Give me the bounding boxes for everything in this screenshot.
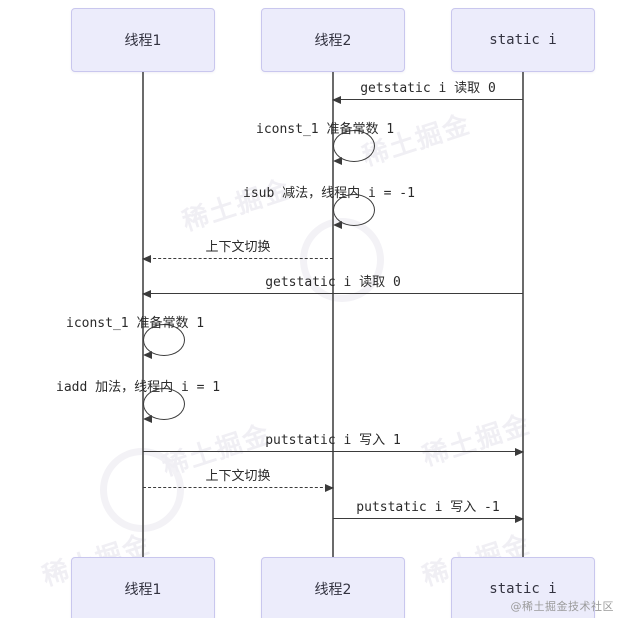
participant-footer-thread2[interactable]: 线程2 bbox=[261, 557, 405, 618]
participant-header-static-i[interactable]: static i bbox=[451, 8, 595, 72]
participant-footer-thread1[interactable]: 线程1 bbox=[71, 557, 215, 618]
self-message-label: iconst_1 准备常数 1 bbox=[66, 316, 205, 331]
arrowhead-left-icon bbox=[142, 255, 151, 263]
arrowhead-right-icon bbox=[325, 484, 334, 492]
lifeline-thread1 bbox=[142, 72, 144, 558]
message-arrow[interactable]: putstatic i 写入 -1 bbox=[333, 500, 524, 523]
self-message-label: iadd 加法，线程内 i = 1 bbox=[56, 380, 221, 395]
self-message-loop[interactable] bbox=[143, 324, 185, 359]
watermark-tile: 稀土掘金 bbox=[358, 109, 475, 173]
message-arrow[interactable]: 上下文切换 bbox=[142, 240, 333, 263]
message-arrow[interactable]: 上下文切换 bbox=[143, 469, 334, 492]
message-arrow[interactable]: getstatic i 读取 0 bbox=[142, 275, 523, 298]
participant-header-thread2[interactable]: 线程2 bbox=[261, 8, 405, 72]
participant-label: 线程2 bbox=[314, 33, 352, 49]
message-label: getstatic i 读取 0 bbox=[360, 81, 496, 96]
participant-label: 线程2 bbox=[314, 582, 352, 598]
self-message-label: isub 减法，线程内 i = -1 bbox=[243, 186, 415, 201]
self-message-loop[interactable] bbox=[143, 388, 185, 423]
participant-label: 线程1 bbox=[124, 582, 162, 598]
arrowhead-left-icon bbox=[332, 96, 341, 104]
participant-label: static i bbox=[489, 581, 557, 597]
arrowhead-left-icon bbox=[143, 415, 152, 423]
message-label: 上下文切换 bbox=[205, 240, 271, 255]
arrowhead-left-icon bbox=[142, 290, 151, 298]
participant-label: static i bbox=[489, 32, 557, 48]
message-label: getstatic i 读取 0 bbox=[265, 275, 401, 290]
participant-label: 线程1 bbox=[124, 33, 162, 49]
lifeline-thread2 bbox=[332, 72, 334, 558]
participant-footer-static-i[interactable]: static i bbox=[451, 557, 595, 618]
arrowhead-left-icon bbox=[333, 221, 342, 229]
arrowhead-right-icon bbox=[515, 515, 524, 523]
participant-header-thread1[interactable]: 线程1 bbox=[71, 8, 215, 72]
arrowhead-right-icon bbox=[515, 448, 524, 456]
message-label: putstatic i 写入 -1 bbox=[356, 500, 500, 515]
watermark-credit: @稀土掘金技术社区 bbox=[510, 600, 614, 613]
arrowhead-left-icon bbox=[333, 157, 342, 165]
watermark-tile: 稀土掘金 bbox=[178, 174, 295, 238]
lifeline-static-i bbox=[522, 72, 524, 558]
arrowhead-left-icon bbox=[143, 351, 152, 359]
self-message-loop[interactable] bbox=[333, 194, 375, 229]
self-message-label: iconst_1 准备常数 1 bbox=[256, 122, 395, 137]
message-arrow[interactable]: getstatic i 读取 0 bbox=[332, 81, 523, 104]
message-label: 上下文切换 bbox=[205, 469, 271, 484]
self-message-loop[interactable] bbox=[333, 130, 375, 165]
message-arrow[interactable]: putstatic i 写入 1 bbox=[143, 433, 524, 456]
message-label: putstatic i 写入 1 bbox=[265, 433, 401, 448]
